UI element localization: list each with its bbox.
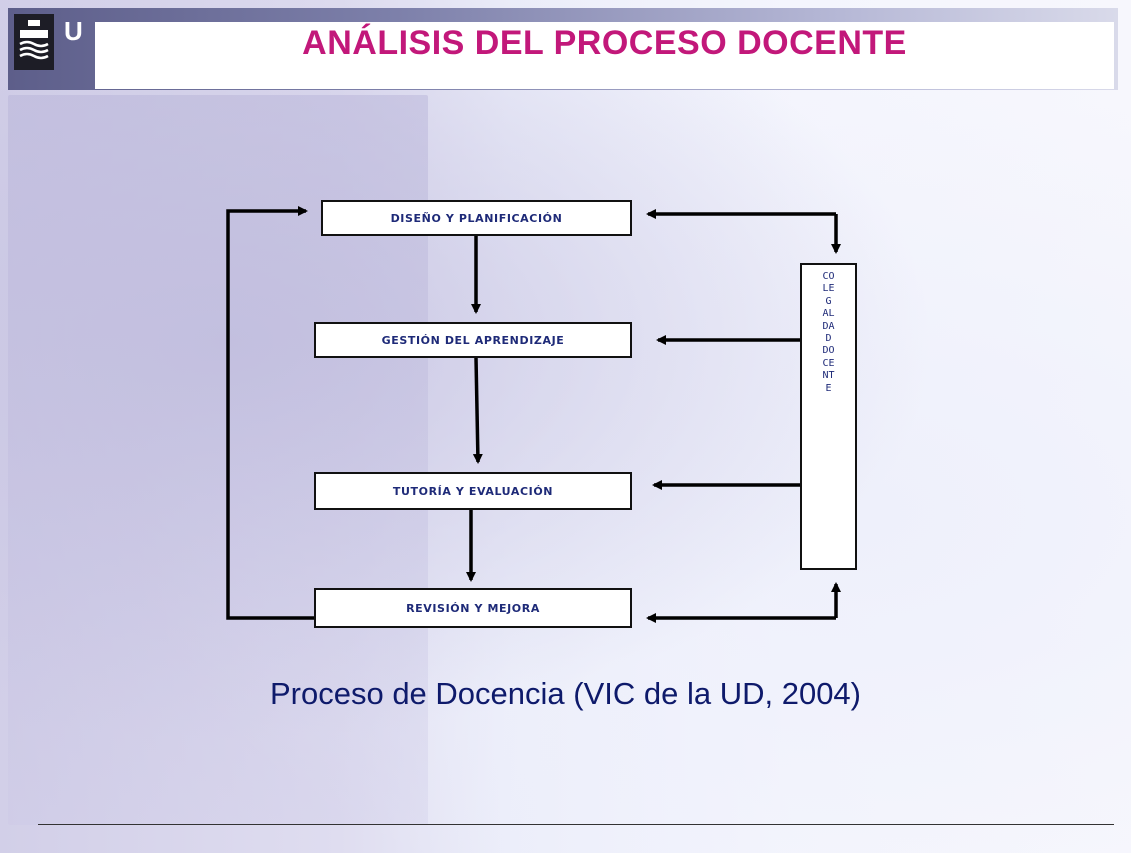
box-label: GESTIÓN DEL APRENDIZAJE bbox=[381, 333, 565, 347]
slide-title: ANÁLISIS DEL PROCESO DOCENTE bbox=[302, 24, 907, 62]
title-banner bbox=[95, 22, 1114, 89]
box-label: TUTORÍA Y EVALUACIÓN bbox=[392, 484, 554, 498]
diagram-caption: Proceso de Docencia (VIC de la UD, 2004) bbox=[269, 676, 861, 711]
arrow-review-to-design-loop bbox=[226, 206, 316, 620]
box-collegiality-teaching: COLEG AL DAD DOCENTE bbox=[800, 263, 857, 570]
box-learning-management: GESTIÓN DEL APRENDIZAJE bbox=[314, 322, 632, 358]
box-design-planning: DISEÑO Y PLANIFICACIÓN bbox=[321, 200, 632, 236]
arrow-management-to-tutoring bbox=[472, 357, 483, 464]
footer-divider bbox=[38, 824, 1114, 825]
logo-text-fragment: U bbox=[64, 16, 83, 46]
box-label: REVISIÓN Y MEJORA bbox=[406, 601, 540, 615]
box-review-improvement: REVISIÓN Y MEJORA bbox=[314, 588, 632, 628]
vertical-label: COLEG AL DAD DOCENTE bbox=[822, 271, 841, 394]
box-label: DISEÑO Y PLANIFICACIÓN bbox=[390, 211, 563, 225]
box-tutoring-evaluation: TUTORÍA Y EVALUACIÓN bbox=[314, 472, 632, 510]
university-logo bbox=[14, 14, 54, 70]
